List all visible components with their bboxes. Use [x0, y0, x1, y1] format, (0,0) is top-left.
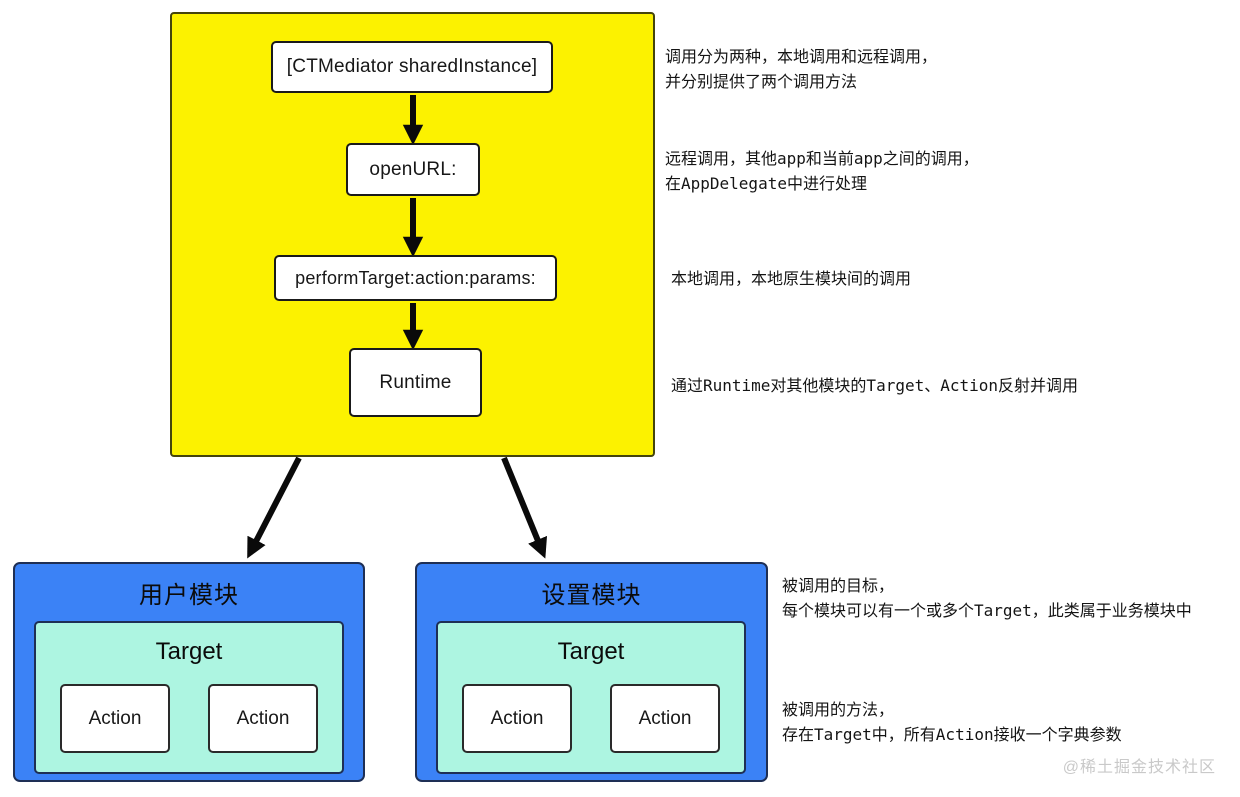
action-row: Action Action: [36, 684, 342, 753]
annotation-line: 被调用的方法，: [782, 700, 895, 719]
node-performtarget-action-params: performTarget:action:params:: [274, 255, 557, 301]
action-node: Action: [462, 684, 572, 753]
annotation-remote-call: 远程调用，其他app和当前app之间的调用， 在AppDelegate中进行处理: [665, 146, 979, 196]
node-openurl: openURL:: [346, 143, 480, 196]
module-settings-target-box: Target Action Action: [436, 621, 746, 774]
annotation-line: 调用分为两种，本地调用和远程调用，: [665, 47, 938, 66]
annotation-local-call: 本地调用，本地原生模块间的调用: [671, 266, 911, 291]
node-runtime: Runtime: [349, 348, 482, 417]
action-node: Action: [60, 684, 170, 753]
module-user-title: 用户模块: [139, 582, 239, 609]
node-ctmediator-sharedinstance: [CTMediator sharedInstance]: [271, 41, 553, 93]
module-settings: 设置模块 Target Action Action: [415, 562, 768, 782]
annotation-line: 远程调用，其他app和当前app之间的调用，: [665, 149, 979, 168]
module-user-target-box: Target Action Action: [34, 621, 344, 774]
arrow-runtime-to-settings-module: [501, 456, 548, 559]
module-settings-title: 设置模块: [541, 582, 642, 609]
annotation-target-description: 被调用的目标， 每个模块可以有一个或多个Target，此类属于业务模块中: [782, 573, 1192, 623]
annotation-call-types: 调用分为两种，本地调用和远程调用， 并分别提供了两个调用方法: [665, 44, 937, 94]
annotation-runtime-reflection: 通过Runtime对其他模块的Target、Action反射并调用: [671, 373, 1078, 398]
target-label: Target: [155, 638, 223, 665]
annotation-line: 被调用的目标，: [782, 576, 895, 595]
watermark-juejin: @稀土掘金技术社区: [1062, 759, 1216, 776]
annotation-line: 每个模块可以有一个或多个Target，此类属于业务模块中: [782, 601, 1192, 620]
annotation-action-description: 被调用的方法， 存在Target中，所有Action接收一个字典参数: [782, 697, 1122, 747]
target-label: Target: [557, 638, 625, 665]
annotation-line: 本地调用，本地原生模块间的调用: [671, 269, 912, 288]
module-user: 用户模块 Target Action Action: [13, 562, 365, 782]
action-node: Action: [208, 684, 318, 753]
action-row: Action Action: [438, 684, 744, 753]
action-node: Action: [610, 684, 720, 753]
annotation-line: 在AppDelegate中进行处理: [665, 174, 867, 193]
annotation-line: 通过Runtime对其他模块的Target、Action反射并调用: [671, 376, 1079, 395]
arrow-runtime-to-user-module: [247, 456, 302, 559]
annotation-line: 并分别提供了两个调用方法: [665, 72, 858, 91]
annotation-line: 存在Target中，所有Action接收一个字典参数: [782, 725, 1122, 744]
